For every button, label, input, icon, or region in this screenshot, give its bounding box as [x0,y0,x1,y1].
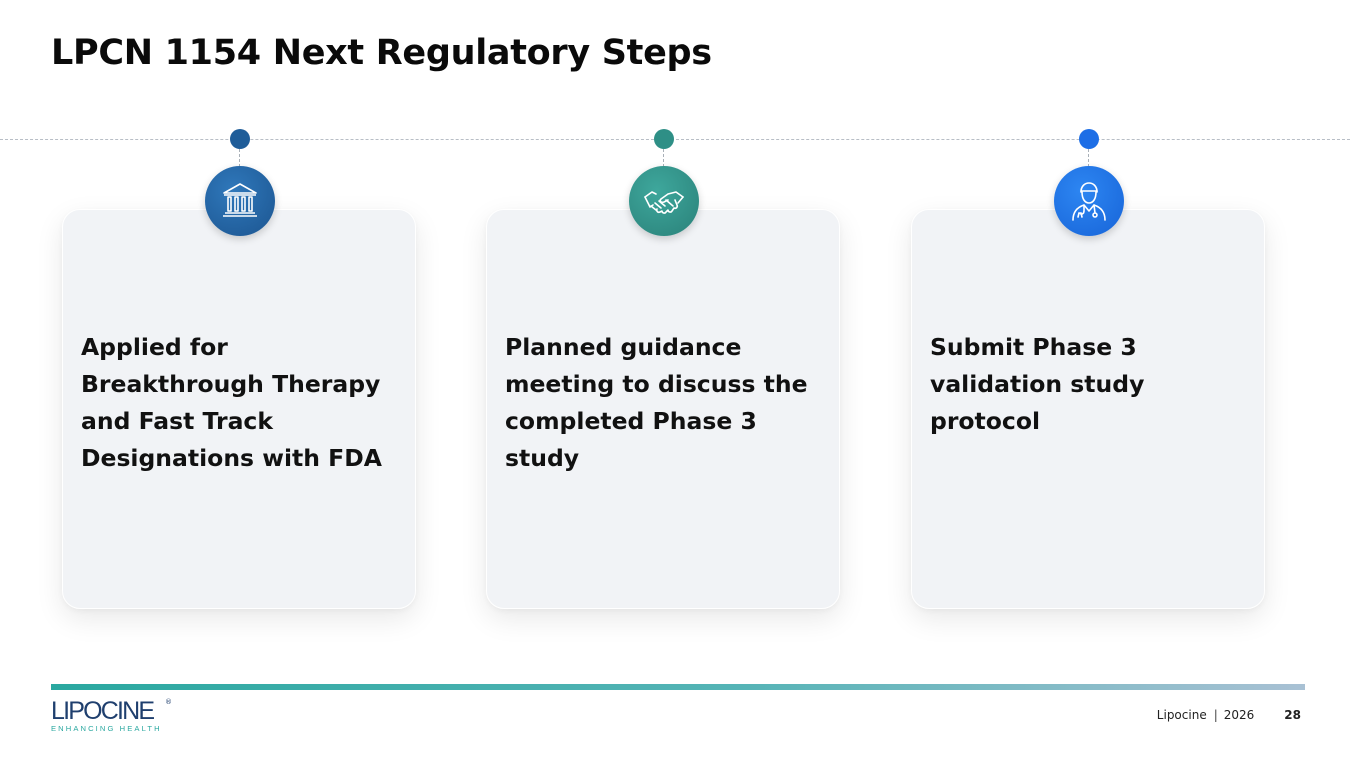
timeline-connector-2 [663,149,664,167]
timeline-marker-3 [1079,129,1099,149]
logo-tagline: ENHANCING HEALTH [51,724,162,733]
doctor-icon [1054,166,1124,236]
timeline-connector-3 [1088,149,1089,167]
footer-separator: | [1213,708,1218,722]
logo-wordmark: LIPOCINE [51,697,155,725]
step-text-3: Submit Phase 3 validation study protocol [930,333,1145,435]
timeline-marker-2 [654,129,674,149]
step-text-2: Planned guidance meeting to discuss the … [505,333,808,472]
slide-title: LPCN 1154 Next Regulatory Steps [51,33,712,73]
timeline-connector-1 [239,149,240,167]
institution-building-icon [205,166,275,236]
company-logo: LIPOCINE ® ENHANCING HEALTH [51,698,181,736]
footer-year: 2026 [1223,708,1255,722]
handshake-icon [629,166,699,236]
footer-company: Lipocine [1156,708,1207,722]
timeline-dashed-line [0,139,1350,140]
footer-divider-bar [51,684,1305,690]
registered-mark-icon: ® [165,698,172,706]
step-card-1: Applied for Breakthrough Therapy and Fas… [62,209,416,609]
footer-info: Lipocine | 2026 28 [1157,708,1301,722]
page-number: 28 [1284,708,1301,722]
step-card-2: Planned guidance meeting to discuss the … [486,209,840,609]
step-card-3: Submit Phase 3 validation study protocol [911,209,1265,609]
timeline-marker-1 [230,129,250,149]
step-text-1: Applied for Breakthrough Therapy and Fas… [81,333,382,472]
